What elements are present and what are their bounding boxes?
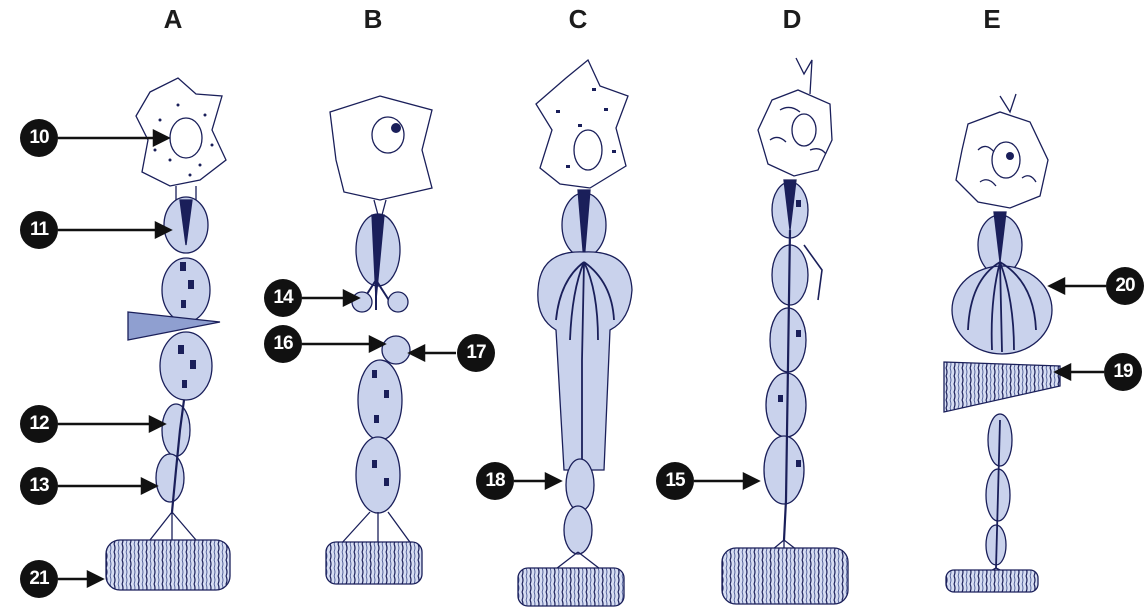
column-label-a: A [153, 4, 193, 35]
callout-12: 12 [20, 405, 58, 443]
neuron-c [518, 60, 632, 606]
neuron-d [722, 58, 848, 604]
neuron-e-vessel [944, 362, 1060, 412]
neuron-b [326, 96, 432, 584]
neuron-b-segment [356, 437, 400, 513]
neuron-a-segment [162, 404, 190, 456]
callout-15: 15 [656, 462, 694, 500]
callout-14: 14 [264, 279, 302, 317]
neuron-b-segment [352, 292, 372, 312]
callout-17: 17 [457, 334, 495, 372]
neuron-a-nucleus [170, 118, 202, 158]
neuron-c-segment [564, 506, 592, 554]
neuron-e-nucleus [992, 142, 1020, 178]
neuron-e [944, 94, 1060, 592]
callout-21: 21 [20, 560, 58, 598]
neuron-d-nucleus [792, 114, 816, 146]
callout-20: 20 [1106, 267, 1144, 305]
callout-13: 13 [20, 467, 58, 505]
neuron-c-muscle [518, 568, 624, 606]
column-label-b: B [353, 4, 393, 35]
column-label-c: C [558, 4, 598, 35]
neuron-a-muscle [106, 540, 230, 590]
neuron-a-segment [156, 454, 184, 502]
callout-10: 10 [20, 119, 58, 157]
neuron-e-muscle [946, 570, 1038, 592]
neuron-a-segment [160, 332, 212, 400]
callout-11: 11 [20, 211, 58, 249]
neuron-c-segment [566, 459, 594, 511]
neuron-b-muscle [326, 542, 422, 584]
callout-16: 16 [264, 325, 302, 363]
neuron-b-nucleus [372, 117, 404, 153]
callout-19: 19 [1104, 353, 1142, 391]
neuron-d-muscle [722, 548, 848, 604]
neuron-b-segment [388, 292, 408, 312]
neuron-d-dendrite [796, 58, 812, 94]
neuron-b-segment [358, 360, 402, 440]
callout-18: 18 [476, 462, 514, 500]
neuron-e-dendrite [1000, 94, 1016, 112]
neuron-b-segment [382, 336, 410, 364]
neuron-a [106, 78, 230, 590]
neuron-c-bulb [538, 252, 632, 470]
neuron-c-nucleus [574, 130, 602, 170]
column-label-d: D [772, 4, 812, 35]
column-label-e: E [972, 4, 1012, 35]
neuron-d-segment [764, 436, 804, 504]
